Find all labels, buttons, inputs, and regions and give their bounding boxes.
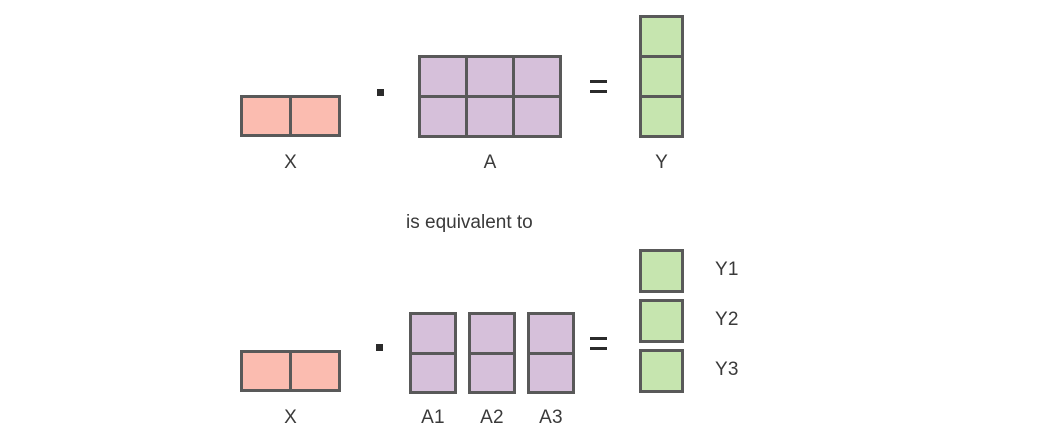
matrix-x-top-label: X bbox=[284, 152, 297, 173]
matrix-cell bbox=[471, 354, 513, 391]
matrix-cell bbox=[243, 98, 289, 134]
matrix-cell bbox=[642, 58, 681, 95]
matrix-a1 bbox=[409, 312, 457, 394]
matrix-y3 bbox=[639, 349, 684, 393]
matrix-cell bbox=[243, 353, 289, 389]
matrix-cell bbox=[515, 58, 559, 95]
matrix-y2 bbox=[639, 299, 684, 343]
matrix-cell bbox=[530, 315, 572, 352]
matrix-cell bbox=[642, 98, 681, 135]
matrix-a2-label: A2 bbox=[480, 407, 504, 428]
equals-operator-bottom bbox=[590, 337, 607, 353]
matrix-cell bbox=[642, 352, 681, 390]
matrix-y1 bbox=[639, 249, 684, 293]
matrix-cell bbox=[642, 18, 681, 55]
matrix-cell bbox=[412, 354, 454, 391]
matrix-cell bbox=[642, 302, 681, 340]
matrix-a-top-label: A bbox=[483, 152, 497, 173]
matrix-cell bbox=[468, 98, 512, 135]
matrix-x-bottom bbox=[240, 350, 341, 392]
matrix-a1-label: A1 bbox=[421, 407, 445, 428]
matrix-y2-label: Y2 bbox=[715, 309, 739, 330]
matrix-y3-label: Y3 bbox=[715, 359, 739, 380]
multiply-operator-top bbox=[377, 89, 384, 96]
matrix-x-bottom-label: X bbox=[284, 407, 297, 428]
matrix-y-top bbox=[639, 15, 684, 138]
matrix-a2 bbox=[468, 312, 516, 394]
matrix-a3 bbox=[527, 312, 575, 394]
matrix-y-top-label: Y bbox=[655, 152, 668, 173]
matrix-y1-label: Y1 bbox=[715, 259, 739, 280]
equivalence-text: is equivalent to bbox=[406, 212, 533, 233]
matrix-cell bbox=[292, 98, 338, 134]
matrix-cell bbox=[515, 98, 559, 135]
matrix-cell bbox=[530, 354, 572, 391]
matrix-cell bbox=[421, 58, 465, 95]
multiply-operator-bottom bbox=[376, 344, 383, 351]
matrix-x-top bbox=[240, 95, 341, 137]
matrix-cell bbox=[292, 353, 338, 389]
matrix-a3-label: A3 bbox=[539, 407, 563, 428]
matrix-cell bbox=[412, 315, 454, 352]
matrix-cell bbox=[421, 98, 465, 135]
matrix-a-top bbox=[418, 55, 562, 138]
matrix-cell bbox=[471, 315, 513, 352]
matrix-cell bbox=[468, 58, 512, 95]
matrix-cell bbox=[642, 252, 681, 290]
equals-operator-top bbox=[590, 80, 607, 96]
